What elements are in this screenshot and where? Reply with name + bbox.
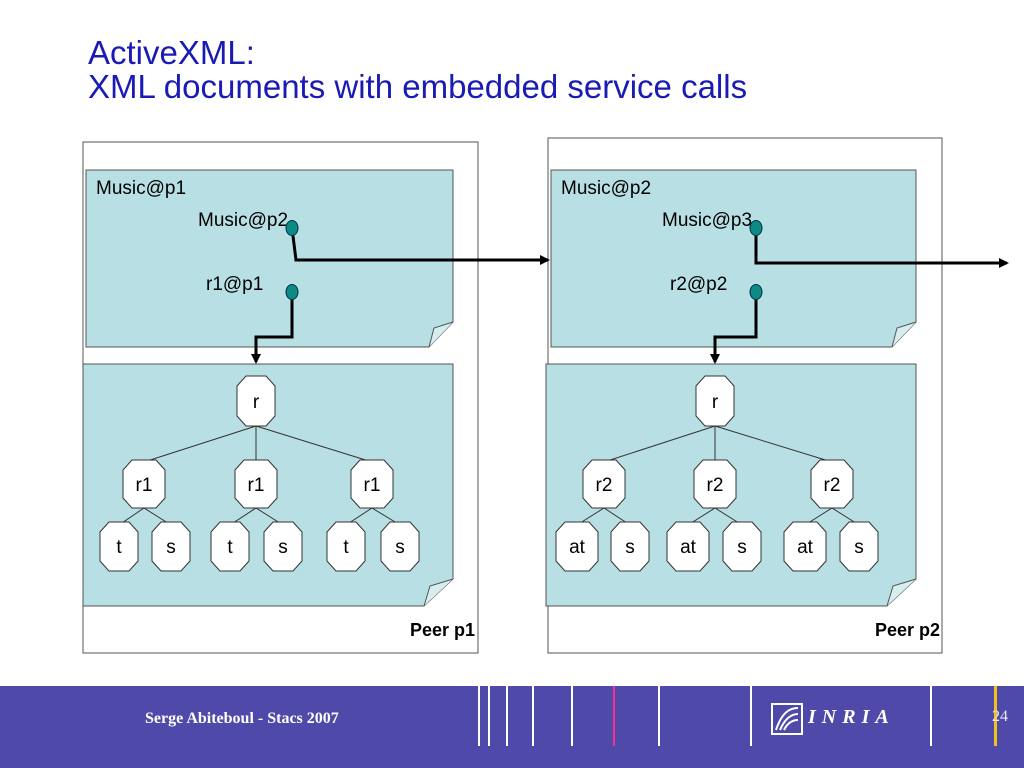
inria-logo-icon xyxy=(771,703,803,735)
peer-p1-leaf-node: s xyxy=(263,521,303,572)
svg-text:at: at xyxy=(680,537,697,558)
svg-text:r1: r1 xyxy=(364,475,381,496)
peer-p2-leaf-node: at xyxy=(783,521,827,572)
svg-text:r2: r2 xyxy=(596,475,613,496)
peer-p1-label: Peer p1 xyxy=(410,620,475,640)
service-call-dot[interactable] xyxy=(285,220,299,236)
svg-text:t: t xyxy=(227,537,233,558)
svg-text:s: s xyxy=(737,537,747,558)
peer-p2-document-fold xyxy=(891,321,917,348)
svg-text:t: t xyxy=(116,537,122,558)
footer-divider xyxy=(658,686,660,746)
svg-text:s: s xyxy=(166,537,176,558)
peer-p1-leaf-node: t xyxy=(210,521,250,572)
footer-divider xyxy=(532,686,534,746)
remote-call-arrow-p1-to-p2 xyxy=(290,227,550,265)
footer-author: Serge Abiteboul - Stacs 2007 xyxy=(145,710,339,727)
footer-divider xyxy=(478,686,480,746)
peer-p2-doc-name: Music@p2 xyxy=(561,178,651,199)
svg-text:s: s xyxy=(625,537,635,558)
peer-p2-label: Peer p2 xyxy=(875,620,940,640)
activexml-diagram: Music@p1 Music@p2 r1@p1 r r1 xyxy=(82,137,1009,654)
footer-divider xyxy=(930,686,932,746)
footer-divider xyxy=(488,686,490,746)
svg-text:r1: r1 xyxy=(248,475,265,496)
peer-p1-leaf-node: s xyxy=(151,521,191,572)
svg-text:r: r xyxy=(712,392,719,413)
service-call-dot[interactable] xyxy=(749,220,763,236)
svg-text:r2: r2 xyxy=(707,475,724,496)
peer-p1-child-node: r1 xyxy=(122,459,166,509)
peer-p2-call-external: Music@p3 xyxy=(662,210,752,231)
svg-text:at: at xyxy=(569,537,586,558)
page-number: 24 xyxy=(992,708,1008,725)
peer-p1-leaf-node: t xyxy=(326,521,366,572)
svg-text:r: r xyxy=(253,392,260,413)
service-call-dot[interactable] xyxy=(285,284,299,300)
peer-p1-doc-name: Music@p1 xyxy=(96,178,186,199)
peer-p2-root-node: r xyxy=(695,375,735,427)
peer-p1-call-local: r1@p1 xyxy=(206,274,263,295)
peer-p2-leaf-node: s xyxy=(839,521,879,572)
peer-p2-tree-fold xyxy=(886,578,917,607)
svg-text:s: s xyxy=(395,537,405,558)
peer-p1-call-external: Music@p2 xyxy=(198,210,288,231)
peer-p1-leaf-node: t xyxy=(99,521,139,572)
peer-p1: Music@p1 Music@p2 r1@p1 r r1 xyxy=(82,141,479,654)
svg-text:r1: r1 xyxy=(136,475,153,496)
svg-text:s: s xyxy=(278,537,288,558)
remote-call-arrow-p2-to-p3 xyxy=(754,228,1009,268)
peer-p1-tree-fold xyxy=(423,578,454,607)
peer-p2-local-call-arrow xyxy=(710,292,758,364)
service-call-dot[interactable] xyxy=(749,284,763,300)
peer-p1-document-fold xyxy=(428,321,454,348)
peer-p2-call-local: r2@p2 xyxy=(670,274,727,295)
peer-p2-leaf-node: s xyxy=(722,521,762,572)
title-line-2: XML documents with embedded service call… xyxy=(88,68,748,105)
peer-p1-child-node: r1 xyxy=(350,459,394,509)
svg-text:t: t xyxy=(343,537,349,558)
footer-divider xyxy=(750,686,752,746)
title-line-1: ActiveXML: xyxy=(88,34,255,71)
inria-logo-text: INRIA xyxy=(808,706,895,728)
peer-p2-child-node: r2 xyxy=(810,459,854,509)
footer-divider xyxy=(506,686,508,746)
peer-p2-child-node: r2 xyxy=(582,459,626,509)
svg-text:s: s xyxy=(854,537,864,558)
peer-p2-leaf-node: at xyxy=(555,521,599,572)
peer-p2-child-node: r2 xyxy=(693,459,737,509)
peer-p2-leaf-node: s xyxy=(610,521,650,572)
footer-divider xyxy=(571,686,573,746)
peer-p2-leaf-node: at xyxy=(666,521,710,572)
svg-text:at: at xyxy=(797,537,814,558)
footer-divider-accent xyxy=(994,686,997,746)
slide-footer: Serge Abiteboul - Stacs 2007 INRIA 24 xyxy=(0,686,1024,768)
footer-divider-accent xyxy=(613,686,615,746)
peer-p1-child-node: r1 xyxy=(234,459,278,509)
svg-text:r2: r2 xyxy=(824,475,841,496)
peer-p2: Music@p2 Music@p3 r2@p2 r r2 r2 xyxy=(545,137,943,654)
peer-p1-local-call-arrow xyxy=(251,292,294,364)
peer-p1-root-node: r xyxy=(236,375,276,427)
slide-title: ActiveXML: XML documents with embedded s… xyxy=(88,36,747,104)
peer-p1-leaf-node: s xyxy=(380,521,420,572)
